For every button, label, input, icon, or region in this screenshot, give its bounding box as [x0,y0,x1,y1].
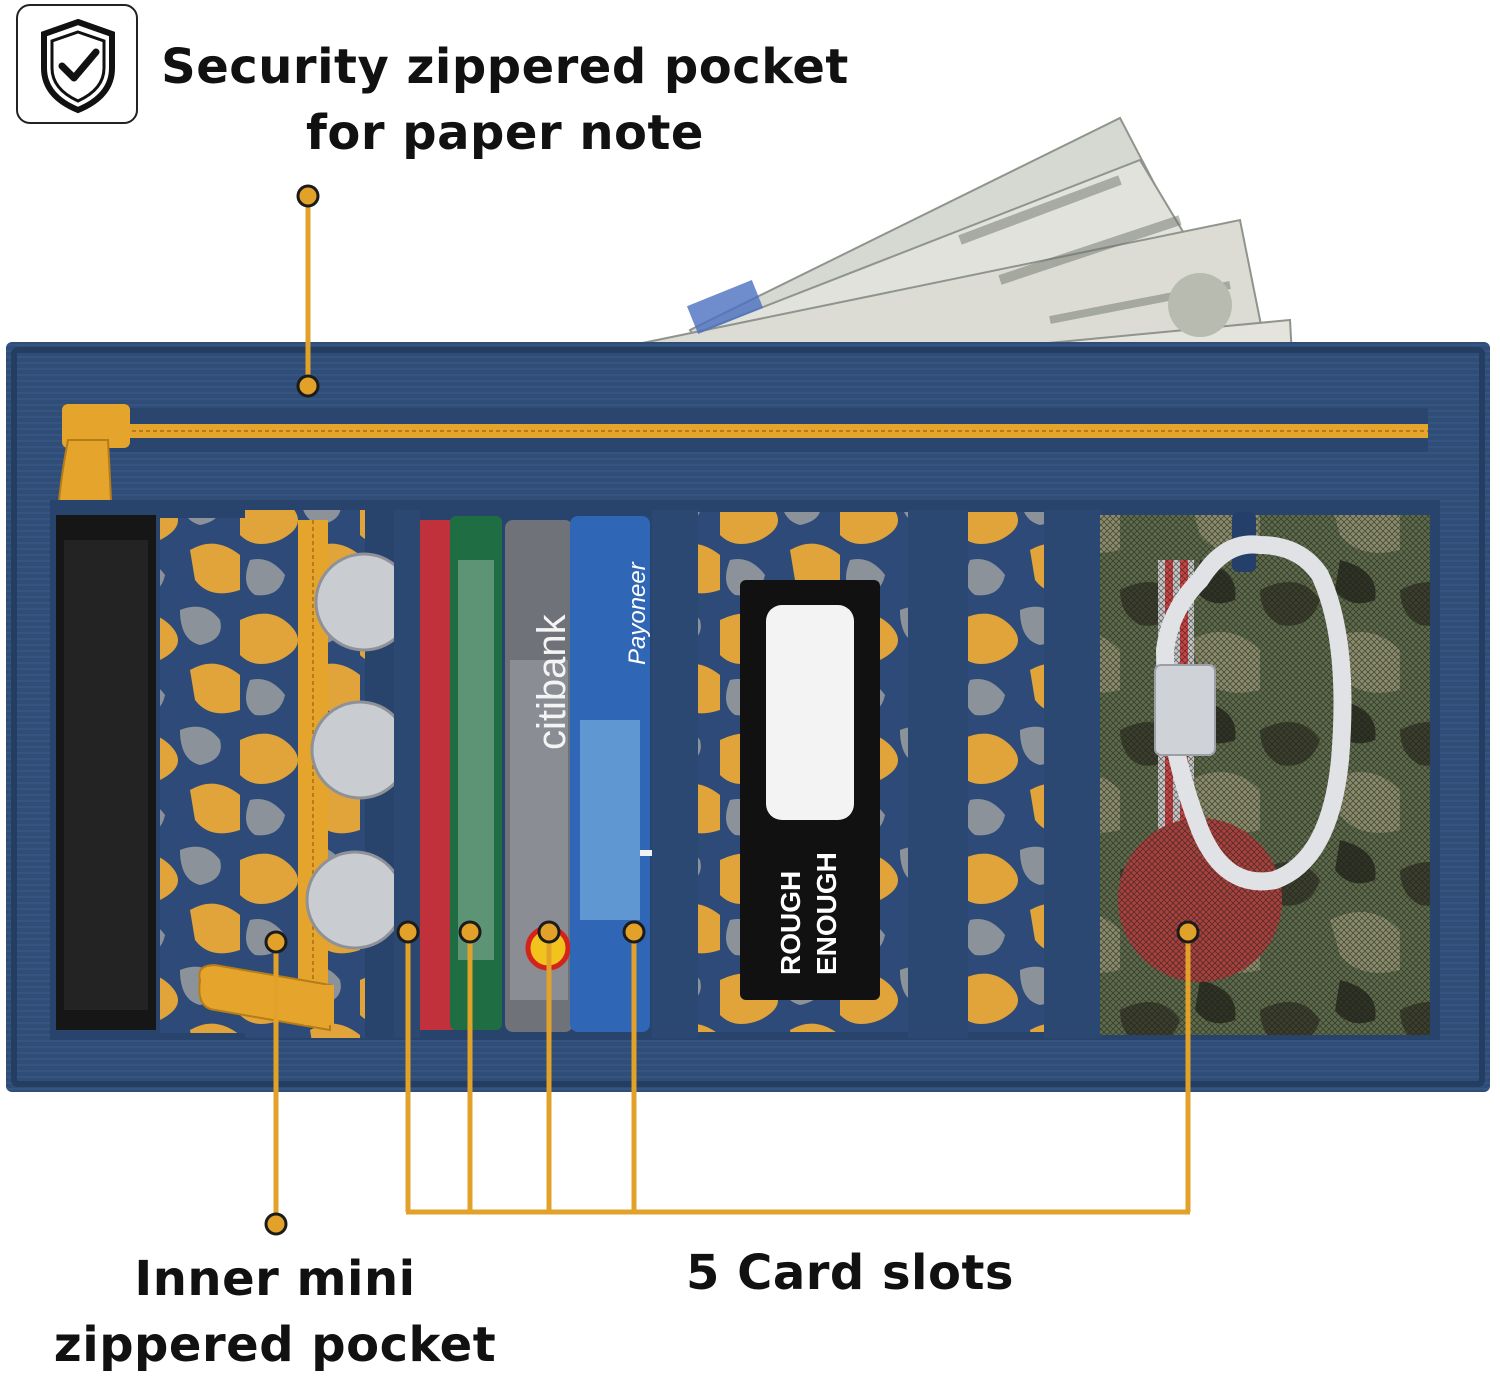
inner-pocket-caption: Inner mini zippered pocket [30,1246,520,1378]
security-caption-line1: Security zippered pocket [161,39,849,95]
card-slots [418,516,660,1032]
card-red [418,520,454,1030]
callout-lines [273,196,1191,1224]
coin [310,700,410,800]
inner-mini-pocket [198,510,414,1038]
mesh-pocket [1100,512,1430,1035]
rough-enough-tag [740,580,880,1000]
divider [908,510,968,1038]
inner-caption-line2: zippered pocket [53,1317,497,1373]
wallet-border [11,347,1485,1087]
camo-section [160,518,255,1033]
card-starbucks [450,516,502,1030]
shield-check-icon [41,18,115,114]
bill-band [686,279,764,335]
divider [652,510,698,1038]
citibank-card-text: citibank [530,613,574,750]
tag-label-line1: ROUGH [775,871,806,975]
divider [1044,510,1102,1038]
security-pocket-caption: Security zippered pocket for paper note [150,34,860,166]
security-caption-line2: for paper note [306,105,704,161]
payoneer-card-text: Payoneer [624,561,651,665]
callout-dots [264,184,1200,1236]
card-slots-caption: 5 Card slots [686,1245,1014,1301]
coin [305,850,405,950]
tag-label-line2: ENOUGH [811,852,842,975]
inner-caption-line1: Inner mini [134,1251,416,1307]
main-zipper [57,404,1428,553]
security-badge [16,4,138,124]
